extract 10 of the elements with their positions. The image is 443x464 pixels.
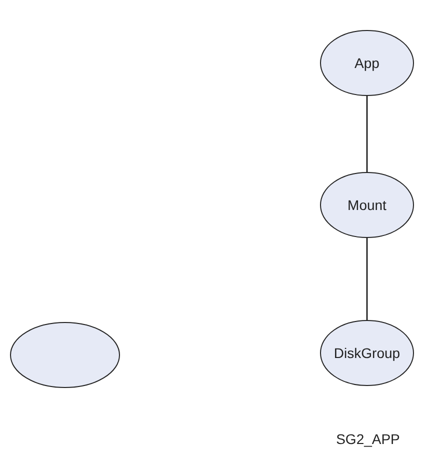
ellipse-node (10, 322, 120, 388)
node-label: App (354, 55, 380, 71)
group-label: SG2_APP (336, 431, 400, 447)
node-label: Mount (348, 197, 386, 213)
ellipse-node (320, 320, 414, 386)
ellipse-node (320, 172, 414, 238)
node-label: DiskGroup (334, 345, 400, 361)
ellipse-node (320, 30, 414, 96)
connector-line (366, 238, 368, 320)
connector-line (366, 96, 368, 172)
